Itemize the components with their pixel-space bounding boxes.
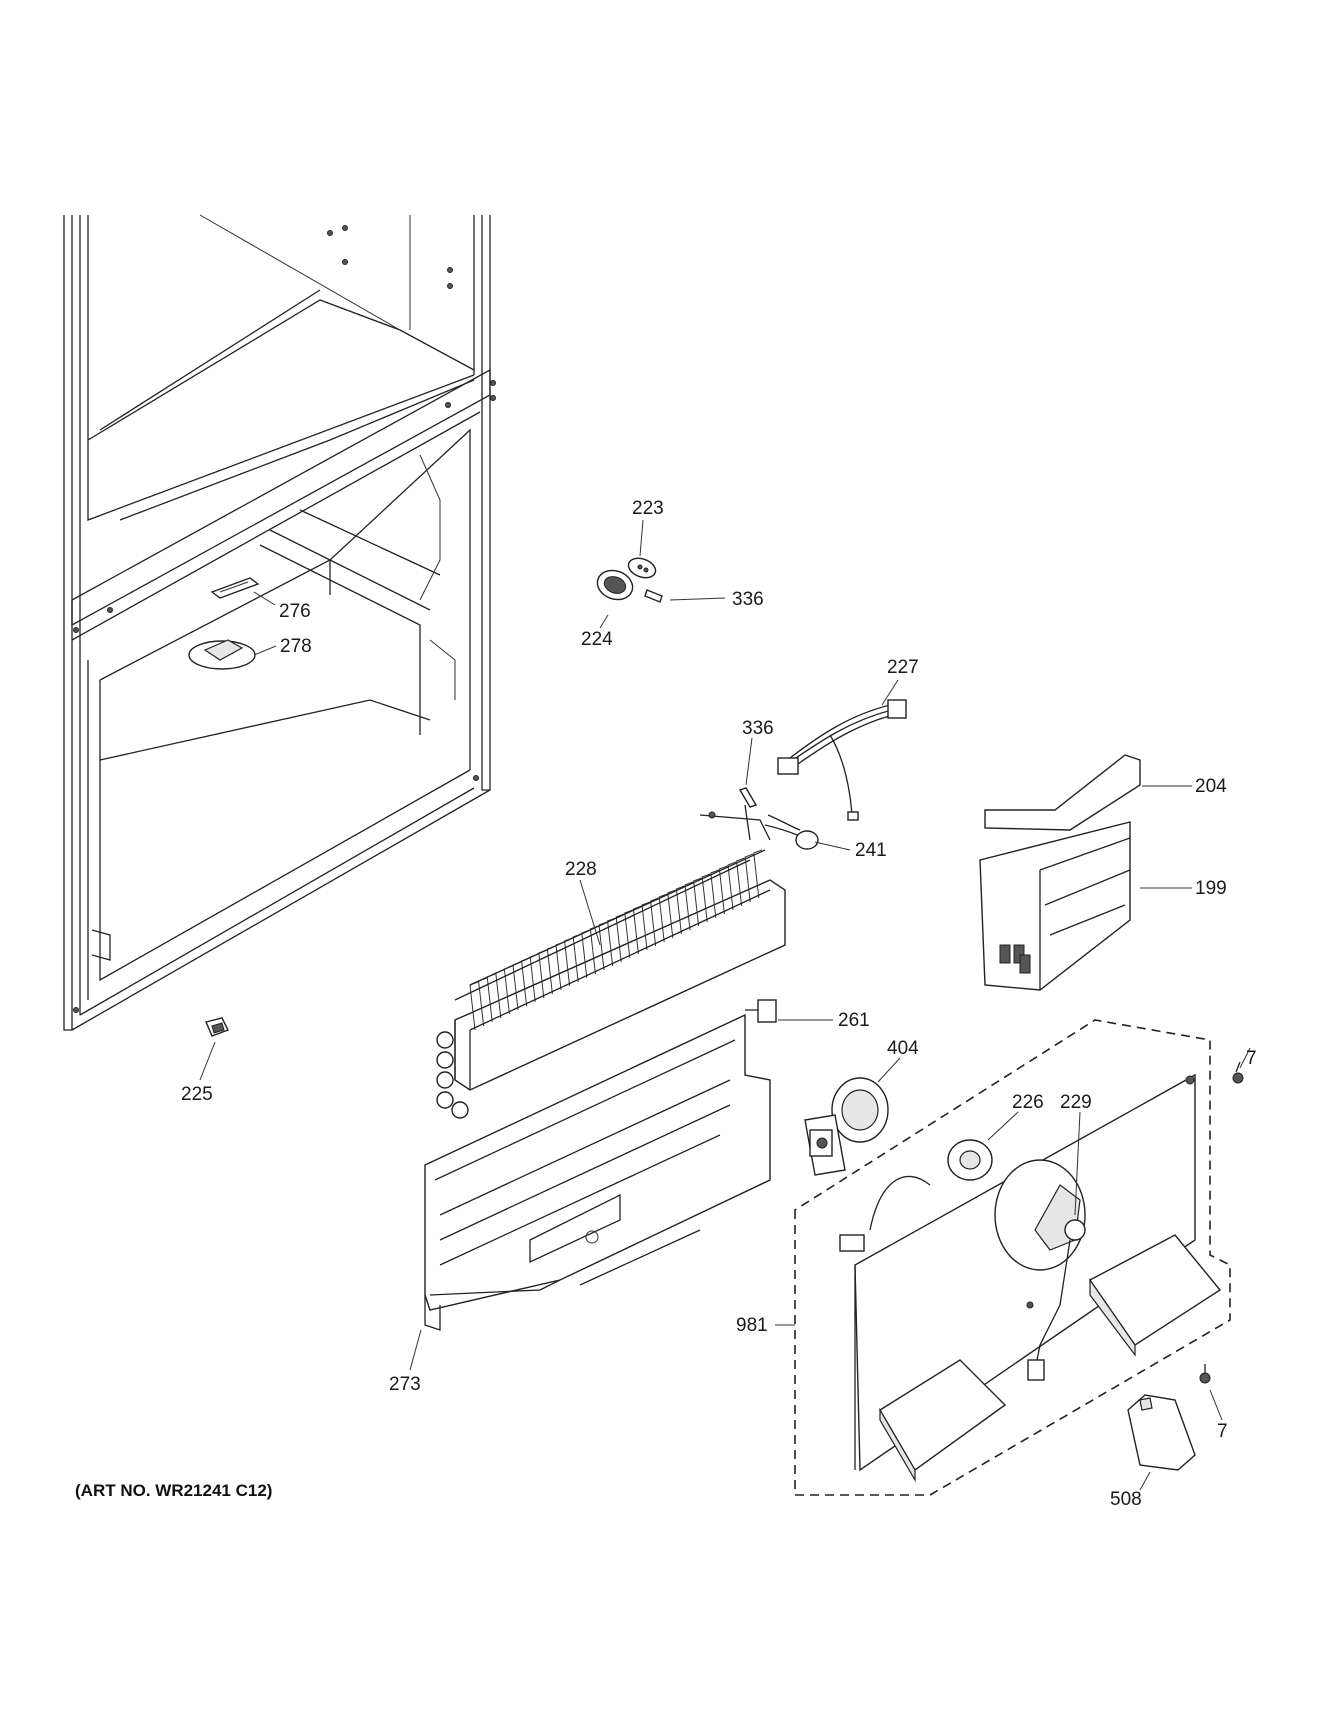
callout-508: 508 xyxy=(1110,1489,1142,1510)
callout-276: 276 xyxy=(279,601,311,622)
part-404-damper[interactable] xyxy=(804,1077,889,1176)
callout-273: 273 xyxy=(389,1374,421,1395)
part-204-duct-seal[interactable] xyxy=(984,754,1141,831)
callout-225: 225 xyxy=(181,1084,213,1105)
part-273-evaporator-cover[interactable] xyxy=(424,1013,771,1331)
part-199-duct-cover[interactable] xyxy=(979,821,1131,991)
callout-981: 981 xyxy=(736,1315,768,1336)
callout-223: 223 xyxy=(632,498,664,519)
leader-lines xyxy=(199,519,1251,1491)
part-228-evaporator[interactable] xyxy=(436,804,786,1119)
callout-278: 278 xyxy=(280,636,312,657)
part-223-disc[interactable] xyxy=(626,555,658,581)
callout-241: 241 xyxy=(855,840,887,861)
part-241-thermal-fuse[interactable] xyxy=(764,814,819,850)
part-278-mount[interactable] xyxy=(188,639,256,670)
callout-204: 204 xyxy=(1195,776,1227,797)
callout-227: 227 xyxy=(887,657,919,678)
callout-226: 226 xyxy=(1012,1092,1044,1113)
callout-199: 199 xyxy=(1195,878,1227,899)
part-276-sensor[interactable] xyxy=(210,577,260,599)
callout-229: 229 xyxy=(1060,1092,1092,1113)
part-7-screw-lower[interactable] xyxy=(1199,1364,1211,1384)
part-225-switch[interactable] xyxy=(205,1017,229,1037)
part-224-grille[interactable] xyxy=(593,566,636,605)
callout-228: 228 xyxy=(565,859,597,880)
callout-336-upper: 336 xyxy=(732,589,764,610)
callout-261: 261 xyxy=(838,1010,870,1031)
art-number: (ART NO. WR21241 C12) xyxy=(75,1481,272,1500)
callout-7-lower: 7 xyxy=(1217,1421,1228,1442)
part-7-screw-upper[interactable] xyxy=(1232,1061,1244,1084)
part-227-wire-harness[interactable] xyxy=(777,699,907,821)
callout-404: 404 xyxy=(887,1038,919,1059)
callout-224: 224 xyxy=(581,629,613,650)
callout-7-upper: 7 xyxy=(1246,1048,1257,1069)
part-508-cover[interactable] xyxy=(1127,1394,1196,1471)
callout-336-lower: 336 xyxy=(742,718,774,739)
part-336-pin-upper[interactable] xyxy=(644,589,663,603)
part-981-fan-assembly[interactable] xyxy=(794,1019,1231,1496)
freezer-liner-cabinet xyxy=(63,214,496,1031)
part-261-connector[interactable] xyxy=(745,999,777,1023)
part-336-pin-lower[interactable] xyxy=(738,787,758,808)
